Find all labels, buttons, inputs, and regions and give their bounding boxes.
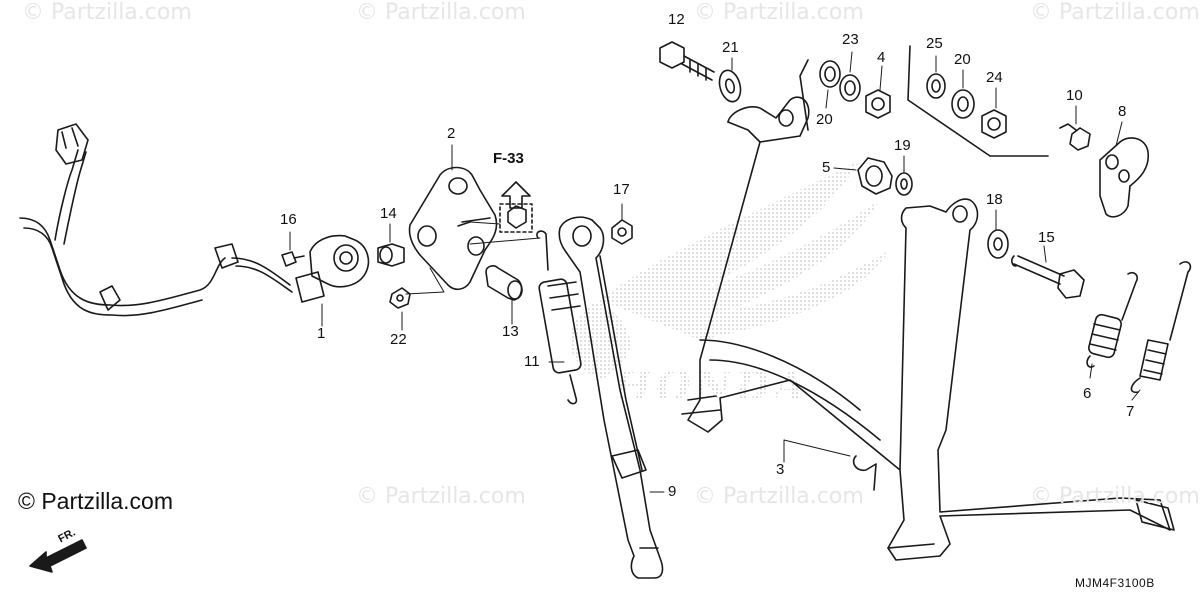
callout-2[interactable]: 2 — [447, 125, 456, 142]
callout-1[interactable]: 1 — [317, 325, 326, 342]
callout-24[interactable]: 24 — [986, 69, 1003, 86]
bolt-13 — [485, 265, 523, 301]
washer-18 — [987, 229, 1009, 259]
callout-17[interactable]: 17 — [613, 181, 630, 198]
bolt-12 — [659, 41, 715, 81]
callout-21[interactable]: 21 — [722, 39, 739, 56]
washer-19 — [895, 172, 913, 196]
callout-8[interactable]: 8 — [1118, 103, 1127, 120]
reference-label: F-33 — [493, 150, 524, 167]
watermark-7: © Partzilla.com — [1030, 484, 1200, 509]
watermark-2: © Partzilla.com — [356, 0, 526, 25]
callout-3[interactable]: 3 — [776, 461, 785, 478]
spring-11 — [536, 230, 582, 405]
callout-18[interactable]: 18 — [986, 191, 1003, 208]
callout-20-a[interactable]: 20 — [816, 111, 833, 128]
watermark-6: © Partzilla.com — [694, 484, 864, 509]
spring-7 — [1130, 261, 1192, 394]
callout-22[interactable]: 22 — [390, 331, 407, 348]
collar-14 — [377, 243, 405, 267]
callout-10[interactable]: 10 — [1066, 87, 1083, 104]
callout-23[interactable]: 23 — [842, 31, 859, 48]
nut-17 — [611, 219, 633, 245]
callout-20-b[interactable]: 20 — [954, 51, 971, 68]
pin-bolt-15 — [1011, 255, 1085, 299]
reference-arrow — [499, 181, 533, 233]
callout-13[interactable]: 13 — [502, 323, 519, 340]
brand-text: © Partzilla.com — [18, 488, 173, 514]
callout-19[interactable]: 19 — [894, 137, 911, 154]
callout-15[interactable]: 15 — [1038, 229, 1055, 246]
nut-22 — [389, 287, 411, 309]
side-stand-9 — [558, 216, 664, 579]
fr-arrow-icon — [29, 539, 87, 573]
callout-11[interactable]: 11 — [524, 353, 540, 370]
collar-5 — [857, 157, 893, 195]
watermark-4: © Partzilla.com — [1030, 0, 1200, 25]
honda-logo-text: HONDA — [613, 363, 809, 410]
callout-9[interactable]: 9 — [668, 483, 677, 500]
washers-group-right — [907, 45, 1049, 157]
washer-21 — [718, 69, 742, 103]
callout-12[interactable]: 12 — [668, 11, 685, 28]
watermark-3: © Partzilla.com — [694, 0, 864, 25]
side-stand-switch-harness — [19, 123, 370, 317]
callout-4[interactable]: 4 — [877, 49, 886, 66]
watermark-1: © Partzilla.com — [22, 0, 192, 25]
callout-6[interactable]: 6 — [1083, 385, 1092, 402]
washers-group-top — [799, 59, 891, 131]
callout-14[interactable]: 14 — [380, 205, 397, 222]
callout-5[interactable]: 5 — [822, 159, 831, 176]
bracket-2 — [408, 166, 498, 291]
bolt-10 — [1059, 123, 1091, 151]
watermark-5: © Partzilla.com — [356, 484, 526, 509]
bolt-16 — [281, 251, 305, 267]
spring-6 — [1086, 271, 1139, 368]
callout-25[interactable]: 25 — [926, 35, 943, 52]
callout-16[interactable]: 16 — [280, 211, 297, 228]
hook-plate-8 — [1099, 137, 1150, 218]
diagram-code: MJM4F3100B — [1075, 576, 1155, 590]
callout-7[interactable]: 7 — [1126, 403, 1135, 420]
leader-lines — [289, 51, 1141, 493]
main-stand-3 — [681, 96, 1175, 561]
